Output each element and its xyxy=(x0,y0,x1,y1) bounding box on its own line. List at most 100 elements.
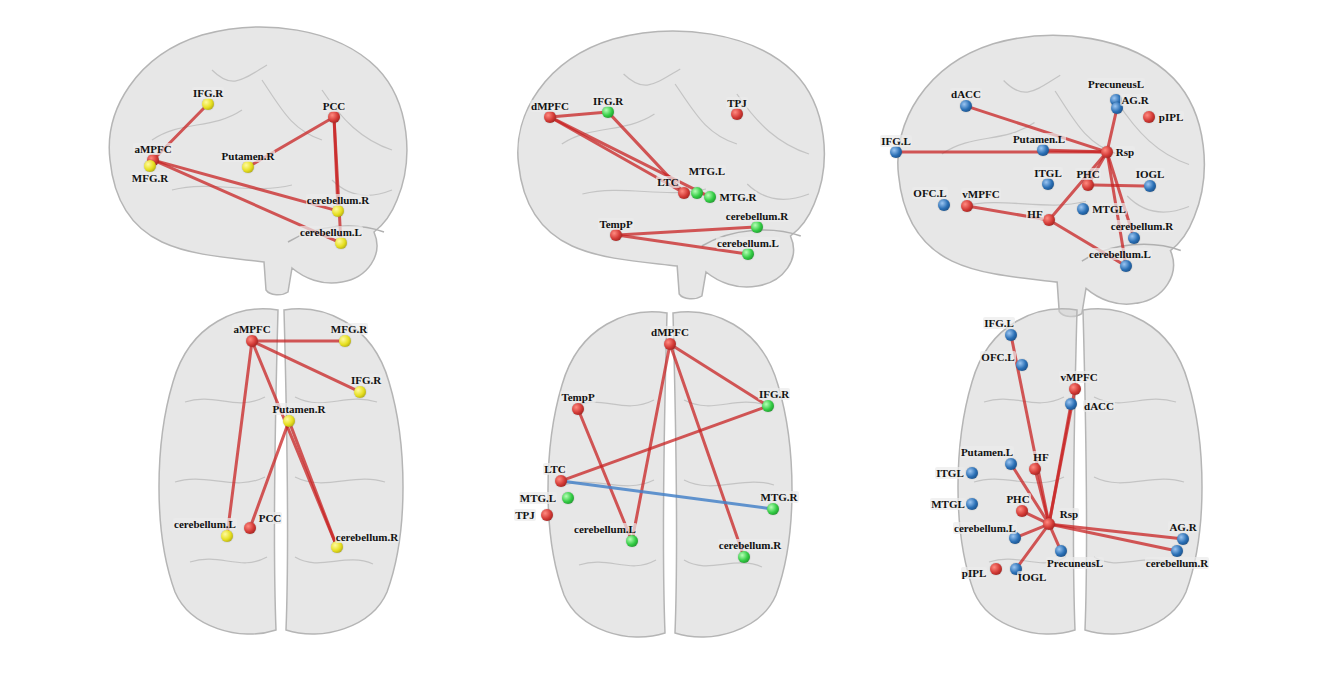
region-label: TPJ xyxy=(514,509,536,521)
brain-region-node: dACC xyxy=(960,100,972,112)
region-label: pIPL xyxy=(961,567,987,579)
brain-region-node: PCC xyxy=(328,111,340,123)
connectivity-line xyxy=(567,482,767,508)
brain-region-node: Rsp xyxy=(1101,146,1113,158)
connectivity-line xyxy=(291,427,335,542)
brain-region-node: MTGL xyxy=(1077,203,1089,215)
brain-region-node: IFG.R xyxy=(762,400,774,412)
brain-region-node: dMPFC xyxy=(544,111,556,123)
brain-region-node: cerebellum.L xyxy=(1120,260,1132,272)
region-label: IFG.R xyxy=(592,95,624,107)
region-label: PrecuneusL xyxy=(1046,557,1104,569)
region-label: HF xyxy=(1026,208,1043,220)
brain-region-node: cerebellum.R xyxy=(1128,232,1140,244)
region-label: cerebellum.R xyxy=(1110,220,1174,232)
brain-region-node: cerebellum.R xyxy=(751,221,763,233)
brain-region-node: ITGL xyxy=(966,467,978,479)
region-label: MFG.R xyxy=(131,172,169,184)
region-label: cerebellum.R xyxy=(1145,557,1209,569)
region-label: AG.R xyxy=(1168,521,1197,533)
brain-region-node: IFG.R xyxy=(602,106,614,118)
brain-region-node: IFG.R xyxy=(354,386,366,398)
region-label: aMPFC xyxy=(232,323,271,335)
brain-region-node: cerebellum.L xyxy=(626,535,638,547)
connectivity-line xyxy=(1027,514,1043,522)
brain-region-node: PrecuneusL xyxy=(1055,545,1067,557)
region-label: MTG.R xyxy=(719,191,758,203)
brain-region-node: pIPL xyxy=(990,563,1002,575)
brain-region-node: Putamen.L xyxy=(1037,144,1049,156)
brain-region-node: IFG.R xyxy=(202,98,214,110)
brain-region-node: MFG.R xyxy=(339,335,351,347)
brain-region-node: PHC xyxy=(1082,179,1094,191)
brain-region-node: MTG.L xyxy=(691,187,703,199)
region-label: MTG.L xyxy=(519,492,557,504)
brain-region-node: aMPFC xyxy=(246,335,258,347)
brain-region-node: pIPL xyxy=(1143,111,1155,123)
region-label: OFC.L xyxy=(912,187,947,199)
brain-region-node: ITGL xyxy=(1042,178,1054,190)
connectivity-line xyxy=(252,427,287,523)
connectivity-line xyxy=(1049,150,1101,152)
connectivity-line xyxy=(1012,341,1048,518)
connectivity-line xyxy=(1021,526,1044,535)
brain-region-node: Putamen.L xyxy=(1005,458,1017,470)
connectivity-line xyxy=(1050,395,1074,518)
region-label: cerebellum.R xyxy=(725,210,789,222)
connectivity-line xyxy=(556,113,602,117)
connectivity-line xyxy=(1108,114,1115,146)
brain-region-node: LTC xyxy=(678,187,690,199)
connectivity-line xyxy=(972,108,1102,150)
brain-region-node: TempP xyxy=(610,229,622,241)
region-label: cerebellum.L xyxy=(173,518,237,530)
brain-region-node: PCC xyxy=(244,522,256,534)
brain-region-node: TPJ xyxy=(541,509,553,521)
region-label: cerebellum.L xyxy=(573,523,637,535)
region-label: IFG.R xyxy=(758,388,790,400)
connectivity-line xyxy=(612,116,680,188)
brain-region-node: cerebellum.L xyxy=(742,248,754,260)
region-label: IOGL xyxy=(1135,168,1166,180)
region-label: TempP xyxy=(560,391,595,403)
brain-region-node: TPJ xyxy=(731,108,743,120)
brain-region-node: PHC xyxy=(1016,505,1028,517)
brain-region-node: cerebellum.L xyxy=(1009,532,1021,544)
brain-region-node: IOGL xyxy=(1010,563,1022,575)
connectivity-line xyxy=(580,415,629,536)
brain-region-node: LTC xyxy=(555,475,567,487)
region-label: cerebellum.L xyxy=(1088,248,1152,260)
brain-region-node: cerebellum.R xyxy=(332,205,344,217)
connectivity-line xyxy=(257,344,354,390)
region-label: MFG.R xyxy=(330,323,368,335)
region-label: HF xyxy=(1032,451,1049,463)
connectivity-line xyxy=(622,227,751,234)
region-label: IFG.R xyxy=(192,87,224,99)
region-label: Rsp xyxy=(1115,146,1135,158)
region-label: PrecuneusL xyxy=(1087,78,1145,90)
connectivity-line xyxy=(1051,529,1058,545)
region-label: cerebellum.R xyxy=(718,539,782,551)
region-label: cerebellum.L xyxy=(299,226,363,238)
region-label: TempP xyxy=(598,218,633,230)
brain-region-node: HF xyxy=(1043,214,1055,226)
brain-region-node: cerebellum.L xyxy=(335,237,347,249)
region-label: IFG.R xyxy=(350,374,382,386)
connectivity-line xyxy=(555,120,704,195)
region-label: cerebellum.R xyxy=(306,194,370,206)
region-label: PCC xyxy=(322,100,347,112)
region-label: IFG.L xyxy=(880,135,912,147)
region-label: dMPFC xyxy=(650,326,690,338)
region-label: ITGL xyxy=(1033,167,1063,179)
connectivity-line xyxy=(672,350,742,552)
region-label: vMPFC xyxy=(961,188,1000,200)
brain-region-node: IFG.L xyxy=(1005,329,1017,341)
brain-region-node: vMPFC xyxy=(1069,383,1081,395)
region-label: MTGL xyxy=(1091,203,1127,215)
region-label: Putamen.L xyxy=(1012,133,1066,145)
region-label: cerebellum.L xyxy=(953,522,1017,534)
brain-region-node: MTG.R xyxy=(704,191,716,203)
brain-region-node: cerebellum.R xyxy=(331,541,343,553)
region-label: IFG.L xyxy=(983,317,1015,329)
region-label: Putamen.L xyxy=(960,446,1014,458)
region-label: Rsp xyxy=(1059,508,1079,520)
